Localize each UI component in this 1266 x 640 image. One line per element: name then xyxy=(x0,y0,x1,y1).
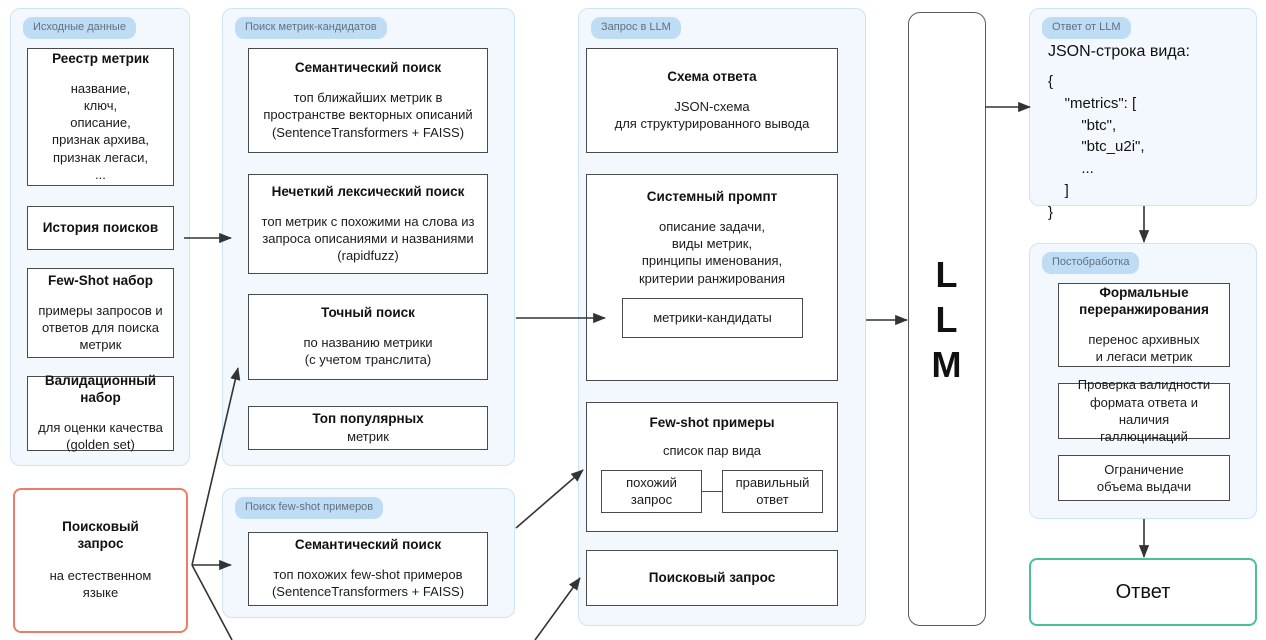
node-body: по названию метрики (с учетом транслита) xyxy=(303,335,433,368)
node-pair-similar-query[interactable]: похожий запрос xyxy=(601,470,702,513)
node-exact-search[interactable]: Точный поиск по названию метрики (с учет… xyxy=(248,294,488,380)
node-title: Системный промпт xyxy=(646,189,778,204)
node-title: Ограничение объема выдачи xyxy=(1096,461,1192,494)
group-label-source-data: Исходные данные xyxy=(23,17,136,39)
node-title: Ответ xyxy=(1115,580,1171,603)
node-body: метрик xyxy=(347,428,389,444)
arrow-fewshot-to-examples xyxy=(515,469,584,529)
group-label-candidate-search: Поиск метрик-кандидатов xyxy=(235,17,387,39)
node-title: Few-shot примеры xyxy=(649,415,775,430)
pair-connector-line xyxy=(702,491,722,493)
node-system-prompt[interactable]: Системный промпт описание задачи, виды м… xyxy=(586,174,838,381)
node-search-query-input[interactable]: Поисковый запрос на естественном языке xyxy=(13,488,188,633)
node-body: перенос архивных и легаси метрик xyxy=(1088,331,1200,364)
group-label-llm-request: Запрос в LLM xyxy=(591,17,681,39)
node-output-limit[interactable]: Ограничение объема выдачи xyxy=(1058,455,1230,501)
node-body: топ метрик с похожими на слова из запрос… xyxy=(261,213,475,264)
json-title: JSON-строка вида: xyxy=(1048,43,1190,60)
node-body: название, ключ, описание, признак архива… xyxy=(52,80,149,182)
node-title: Проверка валидности формата ответа и нал… xyxy=(1077,377,1211,445)
node-title: Топ популярных xyxy=(312,410,424,426)
node-validation-set[interactable]: Валидационный набор для оценки качества … xyxy=(27,373,174,453)
llm-answer-content: JSON-строка вида: { "metrics": [ "btc", … xyxy=(1030,43,1256,223)
node-title: Схема ответа xyxy=(667,68,757,84)
group-label-fewshot-search: Поиск few-shot примеров xyxy=(235,497,384,519)
node-title: Точный поиск xyxy=(321,305,415,321)
node-title: Нечеткий лексический поиск xyxy=(271,183,465,199)
node-top-popular-metrics[interactable]: Топ популярных метрик xyxy=(248,406,488,450)
node-title: Поисковый запрос xyxy=(62,519,139,552)
node-body: топ похожих few-shot примеров (SentenceT… xyxy=(271,567,465,600)
node-metrics-registry[interactable]: Реестр метрик название, ключ, описание, … xyxy=(27,48,174,186)
llm-letter-2: L xyxy=(935,298,959,340)
node-formal-reranking[interactable]: Формальные переранжирования перенос архи… xyxy=(1058,283,1230,367)
node-title: Семантический поиск xyxy=(294,537,442,553)
node-body: топ ближайших метрик в пространстве вект… xyxy=(263,90,473,140)
group-llm-answer: Ответ от LLM JSON-строка вида: { "metric… xyxy=(1029,8,1257,221)
llm-letter-3: M xyxy=(931,343,963,385)
node-llm[interactable]: L L M xyxy=(908,12,986,626)
node-body: JSON-схема для структурированного вывода xyxy=(614,98,810,131)
node-validity-check[interactable]: Проверка валидности формата ответа и нал… xyxy=(1058,377,1230,444)
node-pair-correct-answer[interactable]: правильный ответ xyxy=(722,470,823,513)
node-title: Few-Shot набор xyxy=(48,272,153,288)
json-body: { "metrics": [ "btc", "btc_u2i", ... ] } xyxy=(1048,73,1145,221)
node-body: примеры запросов и ответов для поиска ме… xyxy=(38,302,163,353)
node-final-answer[interactable]: Ответ xyxy=(1029,558,1257,626)
node-title: Поисковый запрос xyxy=(648,569,776,585)
node-title: История поисков xyxy=(42,219,159,235)
group-label-llm-answer: Ответ от LLM xyxy=(1042,17,1131,39)
node-semantic-search-fewshot[interactable]: Семантический поиск топ похожих few-shot… xyxy=(248,532,488,606)
llm-letter-1: L xyxy=(935,253,959,295)
node-search-history[interactable]: История поисков xyxy=(27,206,174,250)
node-body: для оценки качества (golden set) xyxy=(38,420,163,453)
node-semantic-search-metrics[interactable]: Семантический поиск топ ближайших метрик… xyxy=(248,48,488,153)
node-candidate-metrics[interactable]: метрики-кандидаты xyxy=(622,298,803,338)
node-title: Семантический поиск xyxy=(294,60,442,76)
node-title: Реестр метрик xyxy=(52,50,149,66)
node-title: Формальные переранжирования xyxy=(1079,284,1209,317)
node-fewshot-set[interactable]: Few-Shot набор примеры запросов и ответо… xyxy=(27,268,174,358)
node-body: на естественном языке xyxy=(49,568,152,601)
node-response-schema[interactable]: Схема ответа JSON-схема для структуриров… xyxy=(586,48,838,153)
node-llm-search-query[interactable]: Поисковый запрос xyxy=(586,550,838,606)
node-title: Валидационный набор xyxy=(44,373,157,406)
node-body: описание задачи, виды метрик, принципы и… xyxy=(638,218,786,286)
node-fuzzy-lexical-search[interactable]: Нечеткий лексический поиск топ метрик с … xyxy=(248,174,488,274)
node-body: список пар вида xyxy=(662,442,762,458)
arrow-query-to-search-query-2 xyxy=(534,577,581,640)
group-label-postprocess: Постобработка xyxy=(1042,252,1140,274)
